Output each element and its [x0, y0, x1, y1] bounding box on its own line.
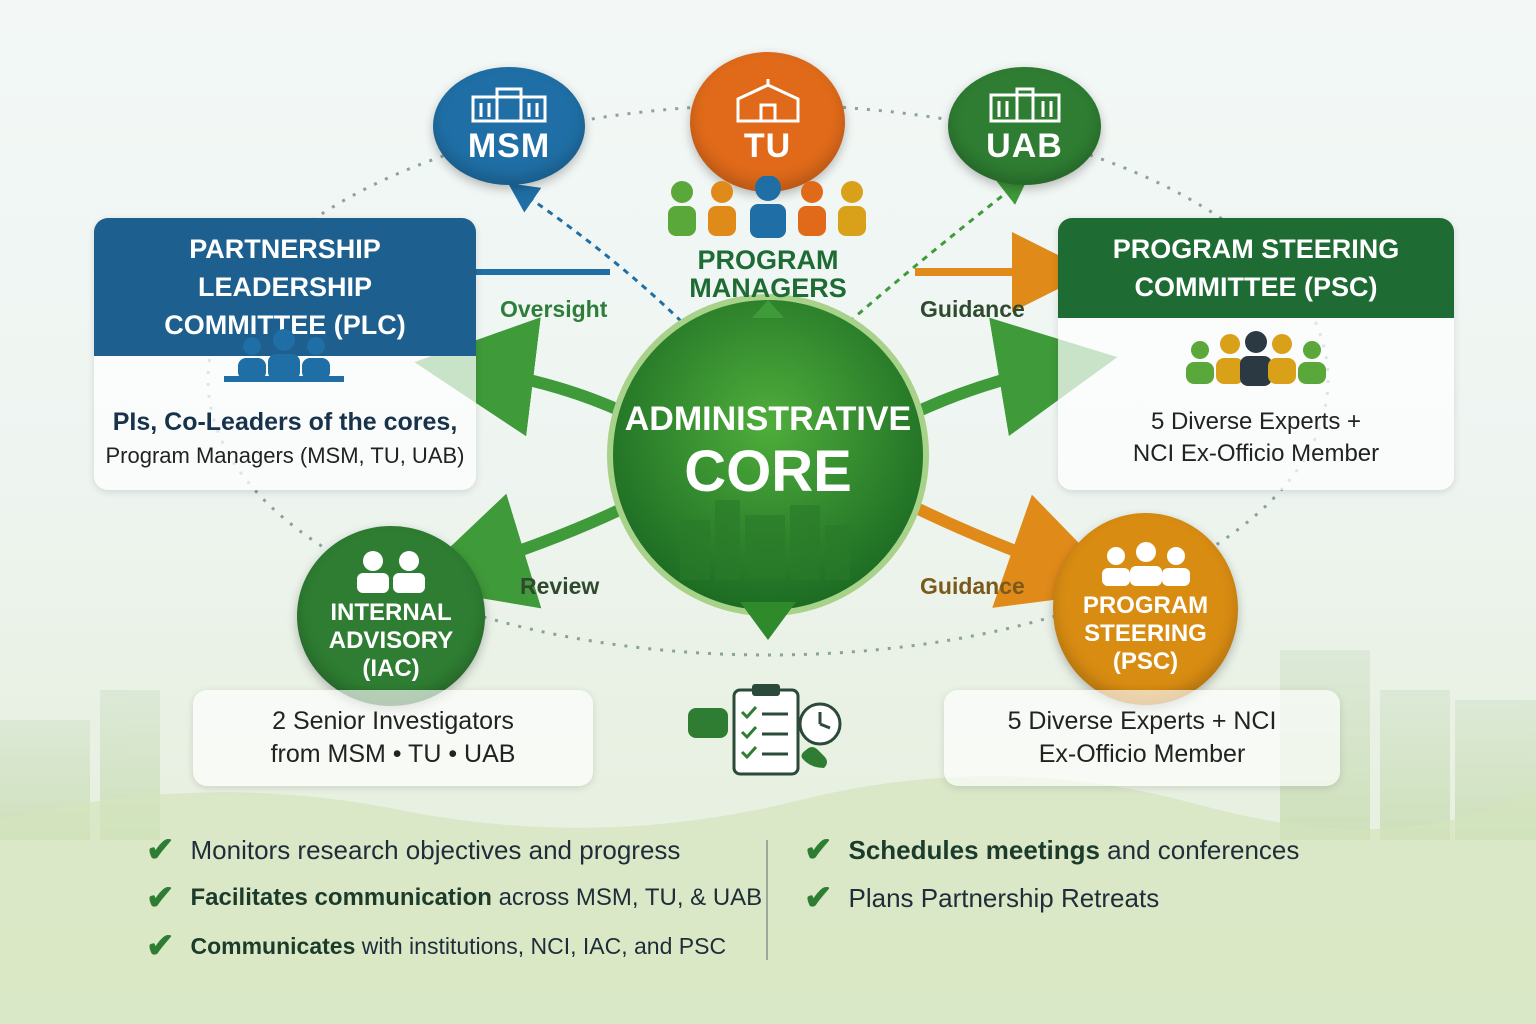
core-title-line2: CORE	[684, 439, 852, 504]
skyline-background	[0, 650, 1536, 1024]
check-icon: ✔	[804, 831, 833, 869]
msm-label: MSM	[467, 126, 551, 165]
checklist-item: ✔ Communicates with institutions, NCI, I…	[146, 926, 726, 966]
check-icon: ✔	[146, 927, 175, 965]
edge-label-review: Review	[520, 573, 600, 599]
psc-desc-line1: 5 Diverse Experts +	[1150, 408, 1362, 435]
psc-circle-line2: STEERING	[1084, 620, 1207, 647]
iac-circle[interactable]: INTERNAL ADVISORY (IAC)	[297, 526, 485, 706]
people-group-icon	[1101, 542, 1190, 586]
checklist-item-bold: Schedules meetings	[848, 834, 1100, 865]
checklist-item-text: across MSM, TU, & UAB	[491, 884, 763, 911]
iac-line3: (IAC)	[362, 655, 420, 682]
tu-label: TU	[743, 126, 792, 165]
checklist-divider	[766, 840, 768, 960]
iac-line2: ADVISORY	[328, 627, 454, 654]
building-icon	[471, 87, 547, 122]
chat-icon	[688, 708, 728, 738]
psc-panel[interactable]: PROGRAM STEERING COMMITTEE (PSC) 5 Diver…	[1058, 218, 1454, 490]
checklist-item-text: Plans Partnership Retreats	[848, 882, 1160, 913]
checklist-item-bold: Communicates	[190, 932, 356, 959]
checklist-item: ✔ Plans Partnership Retreats	[804, 878, 1159, 918]
psc-bottom-desc-line1: 5 Diverse Experts + NCI	[1007, 707, 1277, 735]
iac-desc-line2: from MSM • TU • UAB	[270, 740, 516, 768]
people-group-icon	[1186, 331, 1326, 386]
check-icon: ✔	[146, 831, 175, 869]
checklist-item: ✔ Facilitates communication across MSM, …	[146, 878, 762, 918]
edge-label-oversight: Oversight	[500, 296, 608, 322]
psc-circle[interactable]: PROGRAM STEERING (PSC)	[1053, 513, 1238, 705]
checklist-item-text: with institutions, NCI, IAC, and PSC	[355, 932, 727, 959]
checklist-item-bold: Facilitates communication	[190, 884, 492, 911]
building-icon	[736, 78, 799, 122]
psc-desc-line2: NCI Ex-Officio Member	[1132, 440, 1380, 467]
core-title-line1: ADMINISTRATIVE	[624, 400, 912, 438]
uab-label: UAB	[986, 126, 1063, 165]
iac-line1: INTERNAL	[330, 599, 452, 626]
program-managers-label: PROGRAM MANAGERS	[689, 245, 847, 303]
checklist-item: ✔ Schedules meetings and conferences	[804, 830, 1299, 870]
plc-desc-line2: Program Managers (MSM, TU, UAB)	[105, 443, 465, 468]
administrative-core[interactable]: ADMINISTRATIVE CORE	[610, 400, 926, 505]
edge-label-guidance-top: Guidance	[920, 296, 1025, 322]
checklist-item: ✔ Monitors research objectives and progr…	[146, 830, 680, 870]
checklist-item-text: and conferences	[1099, 834, 1300, 865]
psc-description-box: 5 Diverse Experts + NCI Ex-Officio Membe…	[944, 690, 1340, 786]
psc-bottom-desc-line2: Ex-Officio Member	[1038, 740, 1246, 768]
psc-circle-line1: PROGRAM	[1082, 592, 1209, 619]
msm-circle[interactable]: MSM	[433, 67, 585, 185]
people-group-icon	[224, 329, 344, 382]
psc-header: PROGRAM STEERING COMMITTEE (PSC)	[1058, 218, 1454, 318]
building-icon	[989, 87, 1060, 122]
iac-desc-line1: 2 Senior Investigators	[272, 707, 514, 735]
phone-icon	[801, 747, 827, 768]
tu-circle[interactable]: TU	[690, 52, 845, 192]
uab-circle[interactable]: UAB	[948, 67, 1101, 185]
plc-desc-line1: PIs, Co-Leaders of the cores,	[112, 408, 458, 436]
people-group-icon	[668, 176, 866, 238]
edge-label-guidance-bottom: Guidance	[920, 573, 1025, 599]
check-icon: ✔	[804, 879, 833, 917]
psc-circle-line3: (PSC)	[1112, 648, 1179, 675]
iac-description-box: 2 Senior Investigators from MSM • TU • U…	[193, 690, 593, 786]
checklist-item-text: Monitors research objectives and progres…	[190, 834, 681, 865]
clipboard-checklist-icon	[688, 684, 842, 776]
check-icon: ✔	[146, 879, 175, 917]
plc-panel[interactable]: PARTNERSHIP LEADERSHIP COMMITTEE (PLC) P…	[94, 218, 476, 490]
people-group-icon	[357, 551, 425, 593]
